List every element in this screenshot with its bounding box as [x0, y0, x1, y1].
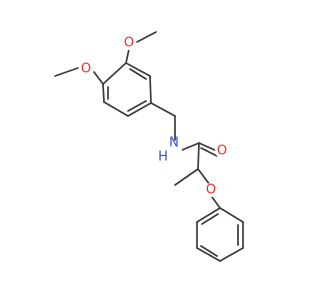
bond-ring2-double-3: [201, 213, 219, 225]
bond-ring1-b: [149, 75, 152, 104]
bond-carbonyl-ch: [197, 142, 200, 170]
bond-ch-o-ether: [197, 168, 211, 186]
bond-ring1-f: [102, 62, 127, 85]
bond-ring1-e: [102, 83, 105, 103]
bond-o-top-ring: [125, 48, 130, 64]
bond-ring2-a: [219, 207, 244, 223]
bond-o-ether-ring: [211, 196, 221, 209]
atom-label-layer: O O N H O O: [79, 36, 229, 198]
atom-oxygen-carbonyl: O: [217, 144, 227, 159]
bond-ring2-d: [196, 247, 221, 262]
bond-ring-ch2: [150, 102, 176, 117]
atom-hydrogen-amide: H: [158, 150, 168, 165]
bond-ring1-double-1: [129, 68, 147, 80]
bond-ring1-double-2: [127, 100, 147, 112]
bond-ring2-c: [219, 247, 244, 262]
bond-o-left-ring: [93, 71, 104, 85]
bond-carbonyl-o-2: [200, 147, 218, 157]
bond-ch-methyl: [174, 168, 199, 186]
bond-ring1-d: [103, 101, 129, 117]
molecule-diagram: O O N H O O: [54, 31, 244, 262]
bond-methyl-o-top: [136, 31, 157, 43]
bond-ring2-double-2: [200, 245, 218, 257]
bond-layer: [54, 31, 244, 262]
bond-ring1-a: [125, 62, 151, 77]
atom-oxygen-methoxy-top: O: [124, 36, 134, 51]
bond-ring2-f: [196, 207, 221, 223]
atom-nitrogen-amide: N: [169, 136, 179, 151]
bond-methyl-o-left: [54, 67, 79, 77]
atom-oxygen-ether: O: [206, 183, 216, 198]
bond-n-carbonyl: [181, 142, 200, 151]
bond-ring1-c: [127, 102, 152, 117]
atom-oxygen-methoxy-left: O: [81, 62, 91, 77]
